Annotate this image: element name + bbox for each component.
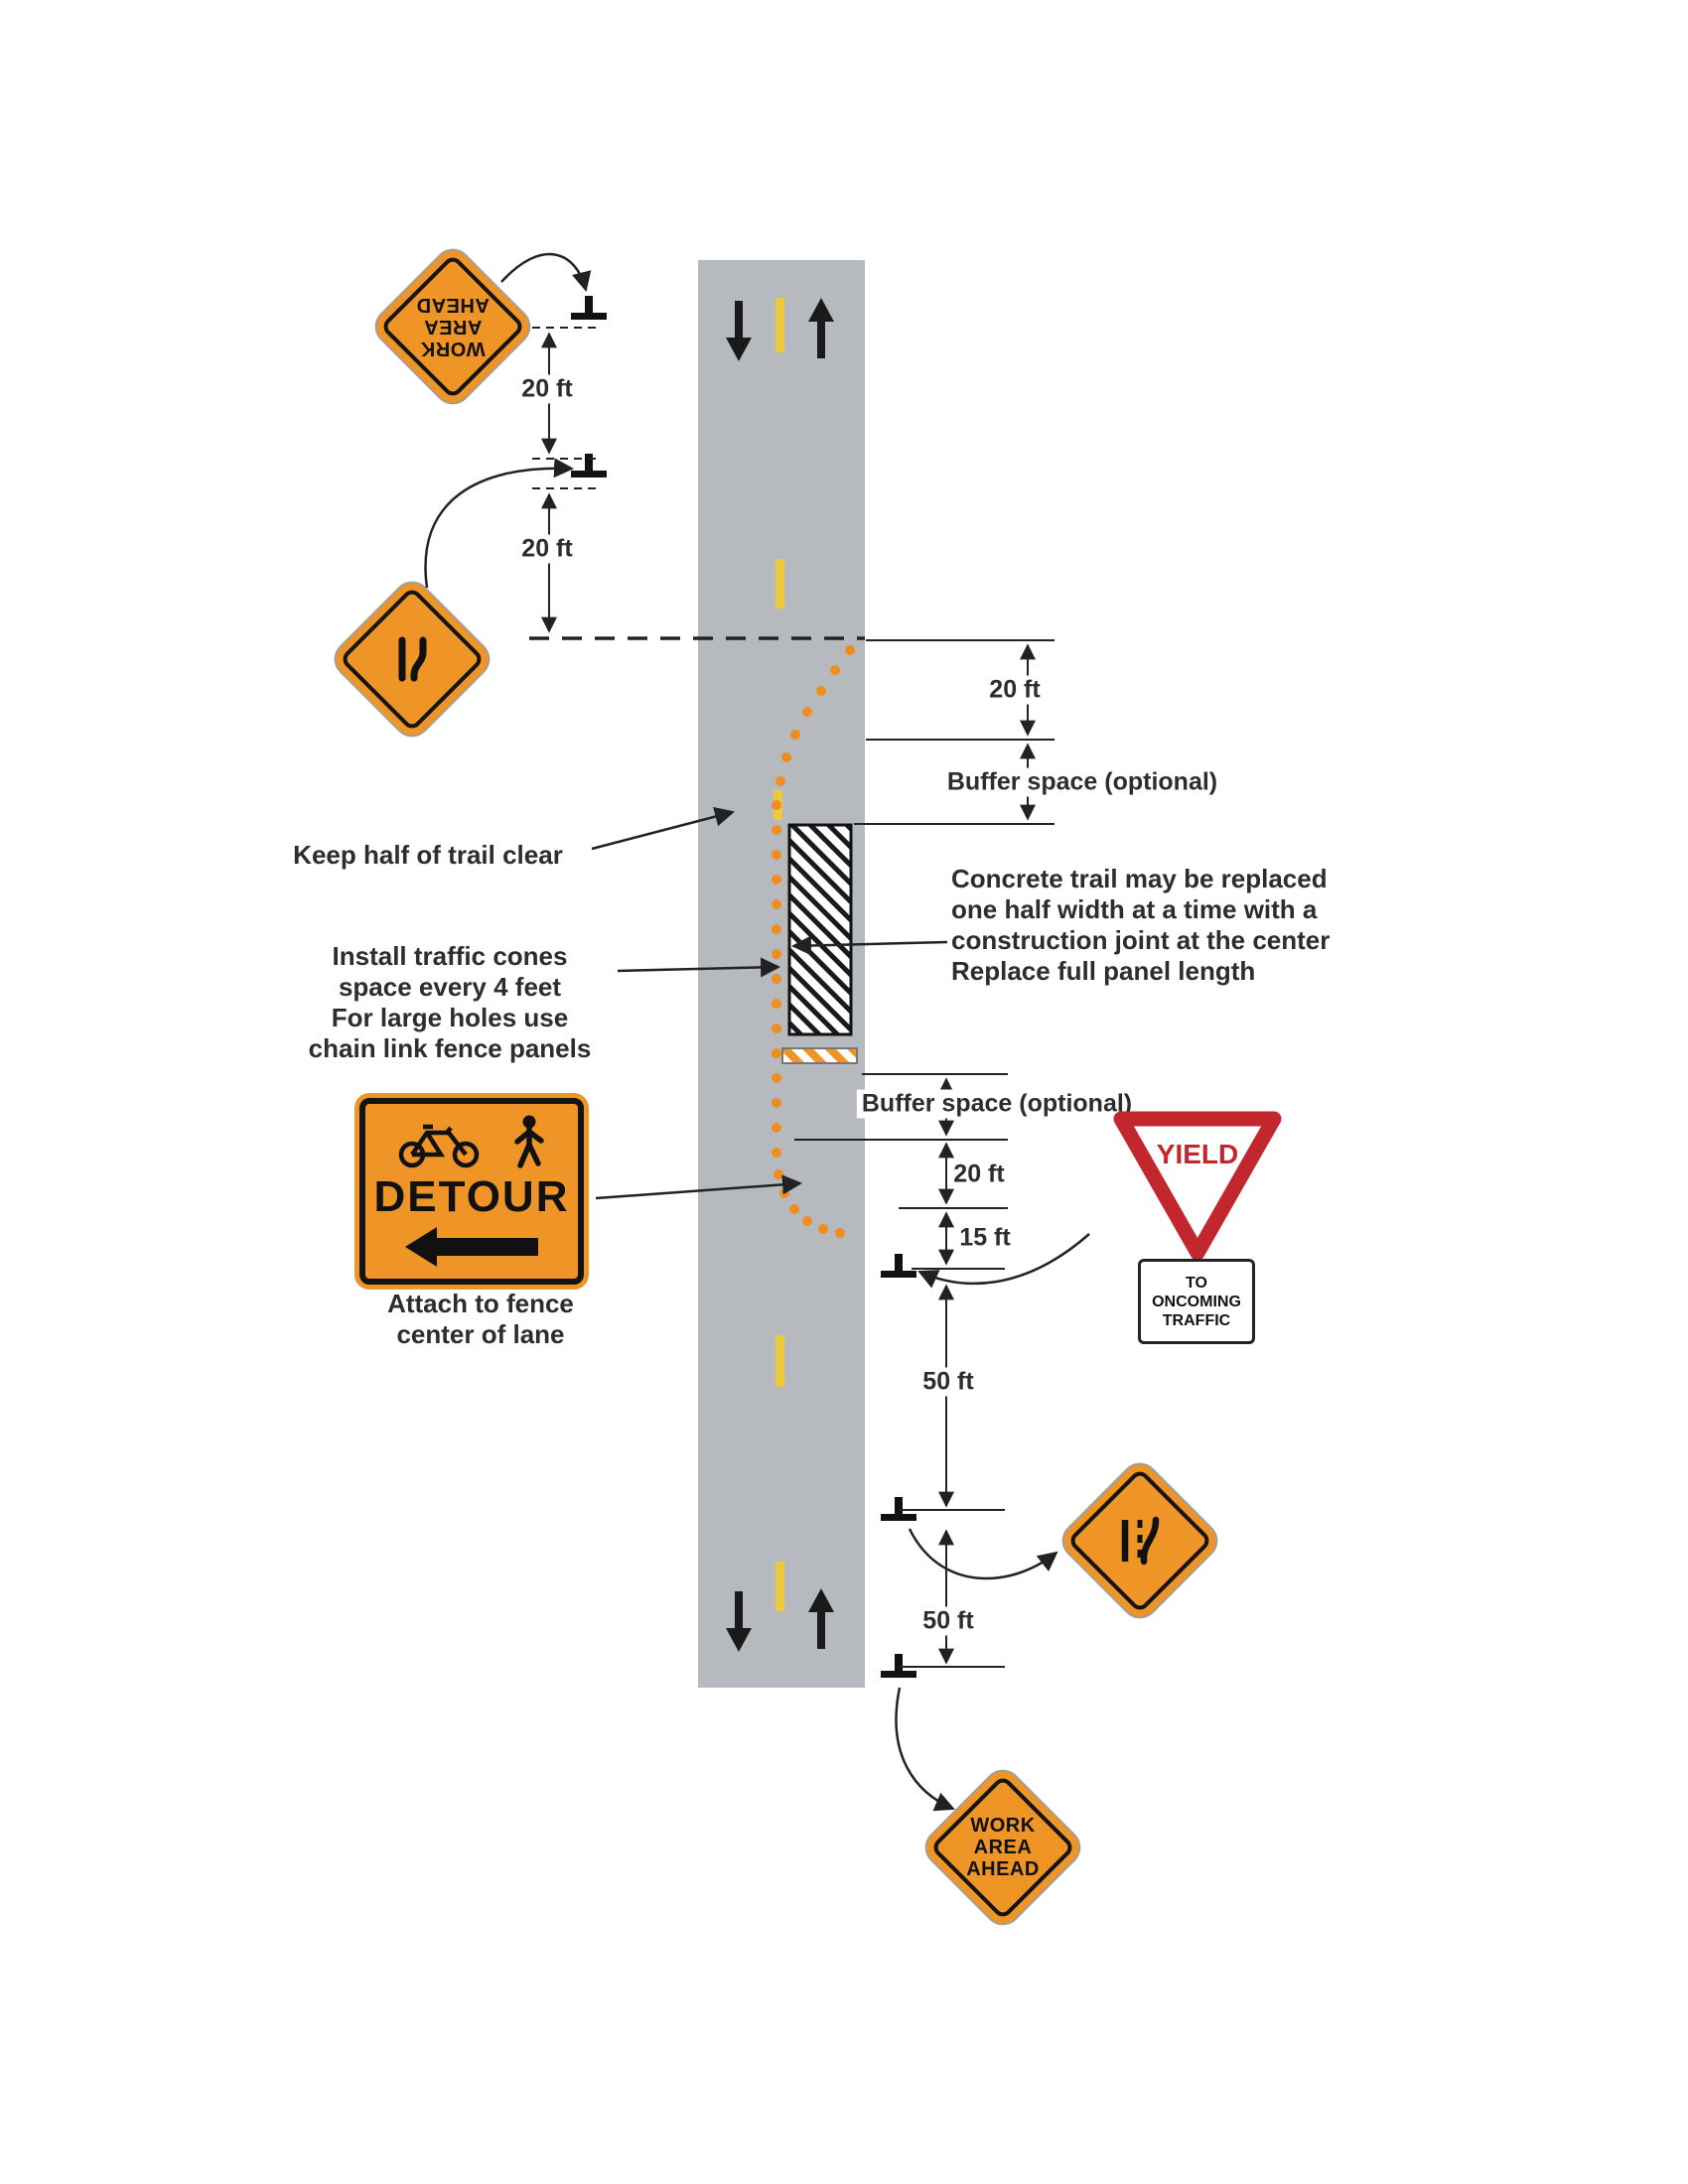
sign-post-symbol-3 xyxy=(881,1254,916,1278)
detour-sign-label: DETOUR xyxy=(373,1172,570,1221)
arrow-shiftsign-to-post xyxy=(424,458,574,589)
arrow-workahead-top-to-post xyxy=(500,252,592,292)
sign-posts xyxy=(571,296,916,1678)
work-area-ahead-sign-bottom-face: WORK AREA AHEAD xyxy=(955,1800,1051,1895)
plaque-line: ONCOMING xyxy=(1152,1293,1241,1310)
sign-line: AREA xyxy=(973,1837,1033,1858)
sign-post-symbol-1 xyxy=(571,296,607,320)
dimension-lines-left xyxy=(532,327,596,633)
dim-label-20ft-1: 20 ft xyxy=(516,374,578,404)
yield-triangle-icon: YIELD xyxy=(1113,1111,1282,1261)
arrow-detour-sign xyxy=(595,1174,802,1200)
plaque-line: TO xyxy=(1186,1274,1207,1292)
dim-label-20ft-4: 20 ft xyxy=(948,1160,1010,1189)
note-line: Replace full panel length xyxy=(951,956,1256,986)
sign-line: WORK xyxy=(970,1815,1036,1837)
note-attach-fence: Attach to fence center of lane xyxy=(363,1289,598,1350)
note-line: one half width at a time with a xyxy=(951,894,1318,924)
note-install-cones: Install traffic cones space every 4 feet… xyxy=(286,941,614,1064)
lane-ends-merge-sign xyxy=(1066,1467,1213,1614)
traffic-cone-dots xyxy=(772,645,855,1238)
arrow-post-to-workahead-bottom xyxy=(895,1687,955,1812)
detour-sign: DETOUR xyxy=(359,1098,584,1285)
note-line: Concrete trail may be replaced xyxy=(951,864,1328,893)
arrow-yield-to-post xyxy=(917,1233,1090,1289)
sign-line: AHEAD xyxy=(966,1858,1040,1880)
dim-label-20ft-3: 20 ft xyxy=(984,675,1046,705)
lane-ends-merge-sign-face xyxy=(1092,1493,1188,1588)
barricade-stripe-bar xyxy=(781,1047,858,1064)
travel-direction-arrows xyxy=(726,298,834,1652)
note-line: chain link fence panels xyxy=(308,1033,592,1063)
note-keep-half: Keep half of trail clear xyxy=(293,840,563,870)
plaque-line: TRAFFIC xyxy=(1162,1311,1231,1329)
to-oncoming-traffic-plaque: TO ONCOMING TRAFFIC xyxy=(1138,1259,1255,1344)
work-area-hatch xyxy=(787,823,853,1036)
arrow-install-cones xyxy=(617,957,780,978)
note-line: Install traffic cones xyxy=(332,941,568,971)
pedestrian-icon xyxy=(514,1115,544,1168)
reverse-curve-symbol-icon xyxy=(398,636,427,682)
dim-label-buffer-upper: Buffer space (optional) xyxy=(941,767,1223,797)
arrow-post-to-mergesign xyxy=(908,1528,1058,1580)
sign-post-symbol-5 xyxy=(881,1654,916,1678)
note-line: space every 4 feet xyxy=(338,972,562,1002)
dim-label-15ft: 15 ft xyxy=(954,1223,1016,1253)
dim-label-50ft-2: 50 ft xyxy=(917,1606,979,1636)
dim-label-50ft-1: 50 ft xyxy=(917,1367,979,1397)
dim-label-20ft-2: 20 ft xyxy=(516,534,578,564)
sign-post-symbol-2 xyxy=(571,454,607,478)
sign-line: AREA xyxy=(423,316,483,338)
arrow-keep-half xyxy=(591,806,735,851)
dim-label-buffer-lower: Buffer space (optional) xyxy=(856,1089,1138,1119)
lane-shift-sign-face xyxy=(364,612,460,707)
note-line: Attach to fence xyxy=(387,1289,574,1318)
work-area-ahead-sign-top-face: WORK AREA AHEAD xyxy=(405,279,500,374)
sign-post-symbol-4 xyxy=(881,1497,916,1521)
left-arrow-icon xyxy=(405,1227,538,1267)
detour-sign-icons xyxy=(397,1114,546,1169)
note-line: center of lane xyxy=(396,1319,565,1349)
note-concrete: Concrete trail may be replaced one half … xyxy=(951,864,1388,987)
arrow-concrete-note xyxy=(791,935,948,956)
note-line: construction joint at the center xyxy=(951,925,1331,955)
yield-sign-label: YIELD xyxy=(1157,1139,1238,1169)
lane-ends-merge-symbol-icon xyxy=(1121,1516,1160,1566)
lane-shift-warning-sign xyxy=(339,586,486,733)
bicycle-icon xyxy=(398,1124,480,1168)
yield-sign: YIELD xyxy=(1107,1110,1288,1266)
sign-line: AHEAD xyxy=(416,294,490,316)
sign-line: WORK xyxy=(420,338,486,359)
connector-arrows xyxy=(424,252,1090,1812)
note-line: For large holes use xyxy=(331,1003,569,1032)
